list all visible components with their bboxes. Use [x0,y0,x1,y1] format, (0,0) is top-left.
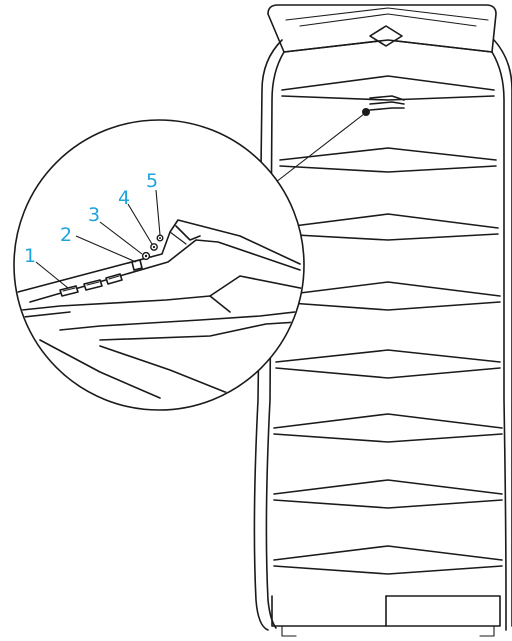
audio-jack-headphone [141,251,151,261]
zoom-leader-line [275,113,365,183]
zoom-inset [13,119,305,411]
callout-label-1: 1 [24,245,36,267]
callout-4-leader [127,203,153,245]
callout-3-leader [99,221,143,255]
callout-label-2: 2 [60,224,72,246]
callout-1-leader [35,261,69,289]
usb-port-1 [59,285,79,297]
audio-jack-line [156,234,164,242]
callout-label-3: 3 [88,204,100,226]
callout-label-5: 5 [146,170,158,192]
callout-2-leader [75,235,137,263]
audio-jack-mic [150,243,158,251]
callout-5-leader [155,189,161,236]
usb-port-2 [83,279,103,291]
usb-port-3 [105,273,123,285]
card-reader-slot [131,259,143,271]
callout-label-4: 4 [118,187,130,209]
